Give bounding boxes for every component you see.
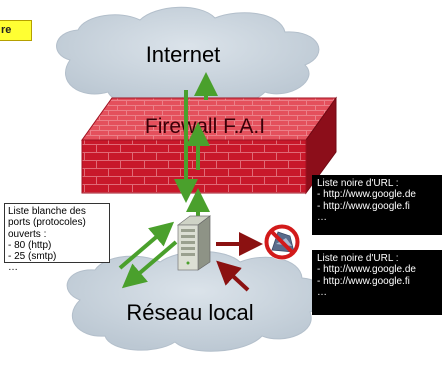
blacklist-line: - http://www.google.de <box>317 264 416 276</box>
internet-label: Internet <box>146 42 221 67</box>
whitelist-line: ouverts : <box>8 228 47 240</box>
blacklist-line: - http://www.google.fi <box>317 275 410 287</box>
whitelist-line: … <box>8 262 18 274</box>
url-blacklist-bottom: Liste noire d'URL : - http://www.google.… <box>312 250 442 315</box>
whitelist-line: - 25 (smtp) <box>8 251 57 263</box>
green-arrows-up <box>186 72 218 218</box>
whitelist-line: - 80 (http) <box>8 239 52 251</box>
blacklist-line: Liste noire d'URL : <box>317 253 399 264</box>
firewall: Firewall F.A.I <box>81 96 337 195</box>
whitelist-line: Liste blanche des <box>8 206 86 217</box>
blacklist-line: - http://www.google.de <box>317 189 416 201</box>
corner-tag: re <box>0 20 32 41</box>
no-entry-icon <box>264 224 300 260</box>
blacklist-line: … <box>317 211 327 223</box>
server-icon <box>176 215 212 271</box>
green-arrows-local <box>118 221 178 289</box>
whitelist-line: ports (protocoles) <box>8 217 86 229</box>
port-whitelist-box: Liste blanche des ports (protocoles) ouv… <box>4 203 110 273</box>
local-network-label: Réseau local <box>126 300 253 325</box>
red-arrows <box>216 232 263 292</box>
url-blacklist-top: Liste noire d'URL : - http://www.google.… <box>312 175 442 235</box>
firewall-label: Firewall F.A.I <box>145 115 265 138</box>
blacklist-line: Liste noire d'URL : <box>317 178 399 189</box>
blacklist-line: - http://www.google.fi <box>317 200 410 212</box>
internet-cloud: Internet <box>56 6 320 106</box>
blacklist-line: … <box>317 286 327 298</box>
